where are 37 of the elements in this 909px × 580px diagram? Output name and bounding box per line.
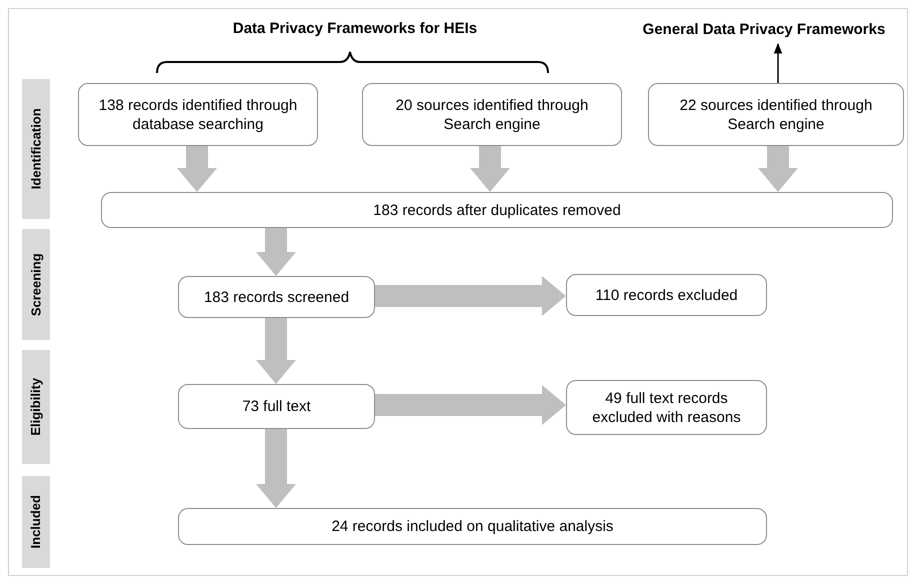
- process-box: [178, 384, 375, 429]
- process-box: [178, 508, 767, 545]
- block-arrow: [375, 385, 566, 425]
- block-arrow: [256, 318, 296, 384]
- block-arrow: [470, 146, 510, 192]
- box-text: 20 sources identified through Search engine: [394, 96, 590, 134]
- stage-band: [22, 229, 50, 340]
- stage-band: [22, 350, 50, 464]
- block-arrow: [256, 429, 296, 508]
- process-box: [178, 276, 375, 318]
- block-arrow: [177, 146, 217, 192]
- box-text: 183 records after duplicates removed: [373, 200, 621, 220]
- process-box: [362, 83, 622, 146]
- arrow: [774, 42, 782, 83]
- stage-band: [22, 476, 50, 568]
- group-heading: Data Privacy Frameworks for HEIs: [232, 19, 478, 39]
- box-text: 110 records excluded: [595, 286, 738, 304]
- stage-label: Eligibility: [27, 378, 44, 436]
- process-box: [566, 380, 767, 435]
- stage-label: Screening: [27, 253, 44, 316]
- process-box: [648, 83, 904, 146]
- box-text: 49 full text records excluded with reasons: [591, 388, 742, 426]
- process-box: [78, 83, 318, 146]
- box-text: 73 full text: [242, 397, 311, 416]
- box-text: 183 records screened: [204, 288, 350, 306]
- box-text: 24 records included on qualitative analysis: [332, 517, 614, 536]
- block-arrow: [375, 276, 566, 316]
- block-arrow: [256, 228, 296, 276]
- stage-label: Included: [27, 495, 44, 549]
- process-box: [101, 192, 893, 228]
- box-text: 138 records identified through database searching: [98, 96, 298, 134]
- stage-band: [22, 79, 50, 219]
- stage-label: Identification: [27, 108, 44, 190]
- group-heading: General Data Privacy Frameworks: [642, 20, 886, 40]
- process-box: [566, 274, 767, 316]
- block-arrow: [758, 146, 798, 192]
- box-text: 22 sources identified through Search engine: [678, 96, 874, 134]
